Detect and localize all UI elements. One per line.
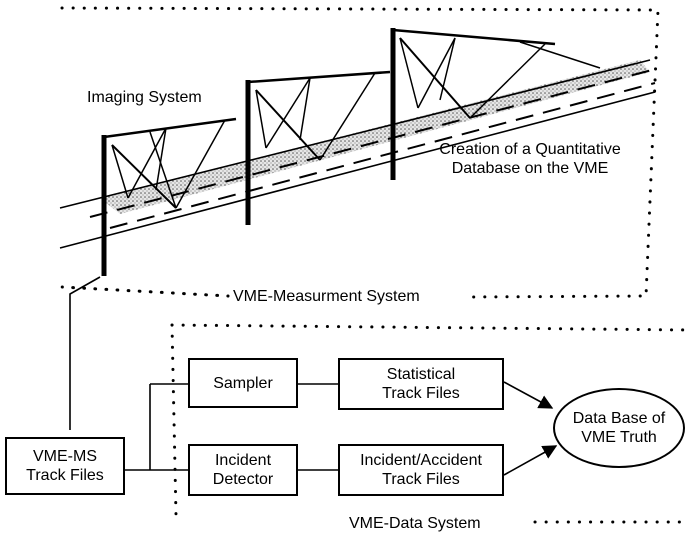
ellipse-label-line1: Data Base of — [572, 410, 666, 427]
box-label: Sampler — [213, 374, 273, 392]
vme-truth-database-ellipse: Data Base of VME Truth — [553, 388, 685, 468]
box-label-line1: VME-MS — [33, 448, 97, 465]
statistical-track-files-box: Statistical Track Files — [338, 358, 504, 410]
sensor-gantry — [101, 117, 237, 276]
box-label-line2: Detector — [212, 471, 274, 488]
box-label-line2: Track Files — [382, 385, 460, 402]
roadway — [100, 60, 650, 214]
flow-lines — [69, 276, 558, 476]
data-system-frame — [170, 323, 692, 524]
sensor-gantry — [390, 28, 601, 180]
box-label-line2: Track Files — [26, 467, 104, 484]
imaging-system-label: Imaging System — [87, 89, 202, 106]
ellipse-label-line2: VME Truth — [581, 429, 657, 446]
database-label-line2: Database on the VME — [451, 160, 609, 177]
vme-ms-track-files-box: VME-MS Track Files — [5, 437, 125, 495]
sampler-box: Sampler — [188, 358, 298, 408]
measurement-system-label: VME-Measurment System — [230, 287, 423, 306]
database-label-line1: Creation of a Quantitative — [439, 141, 621, 158]
data-system-label: VME-Data System — [346, 514, 484, 533]
box-label-line1: Incident — [214, 452, 272, 469]
incident-detector-box: Incident Detector — [188, 444, 298, 496]
incident-accident-track-files-box: Incident/Accident Track Files — [338, 444, 504, 496]
box-label-line2: Track Files — [382, 471, 460, 488]
sensor-gantry — [245, 70, 391, 225]
box-label-line1: Statistical — [386, 366, 456, 383]
box-label-line1: Incident/Accident — [360, 452, 482, 469]
quantitative-database-label: Creation of a Quantitative Database on t… — [410, 140, 650, 178]
measurement-system-frame — [60, 6, 660, 299]
